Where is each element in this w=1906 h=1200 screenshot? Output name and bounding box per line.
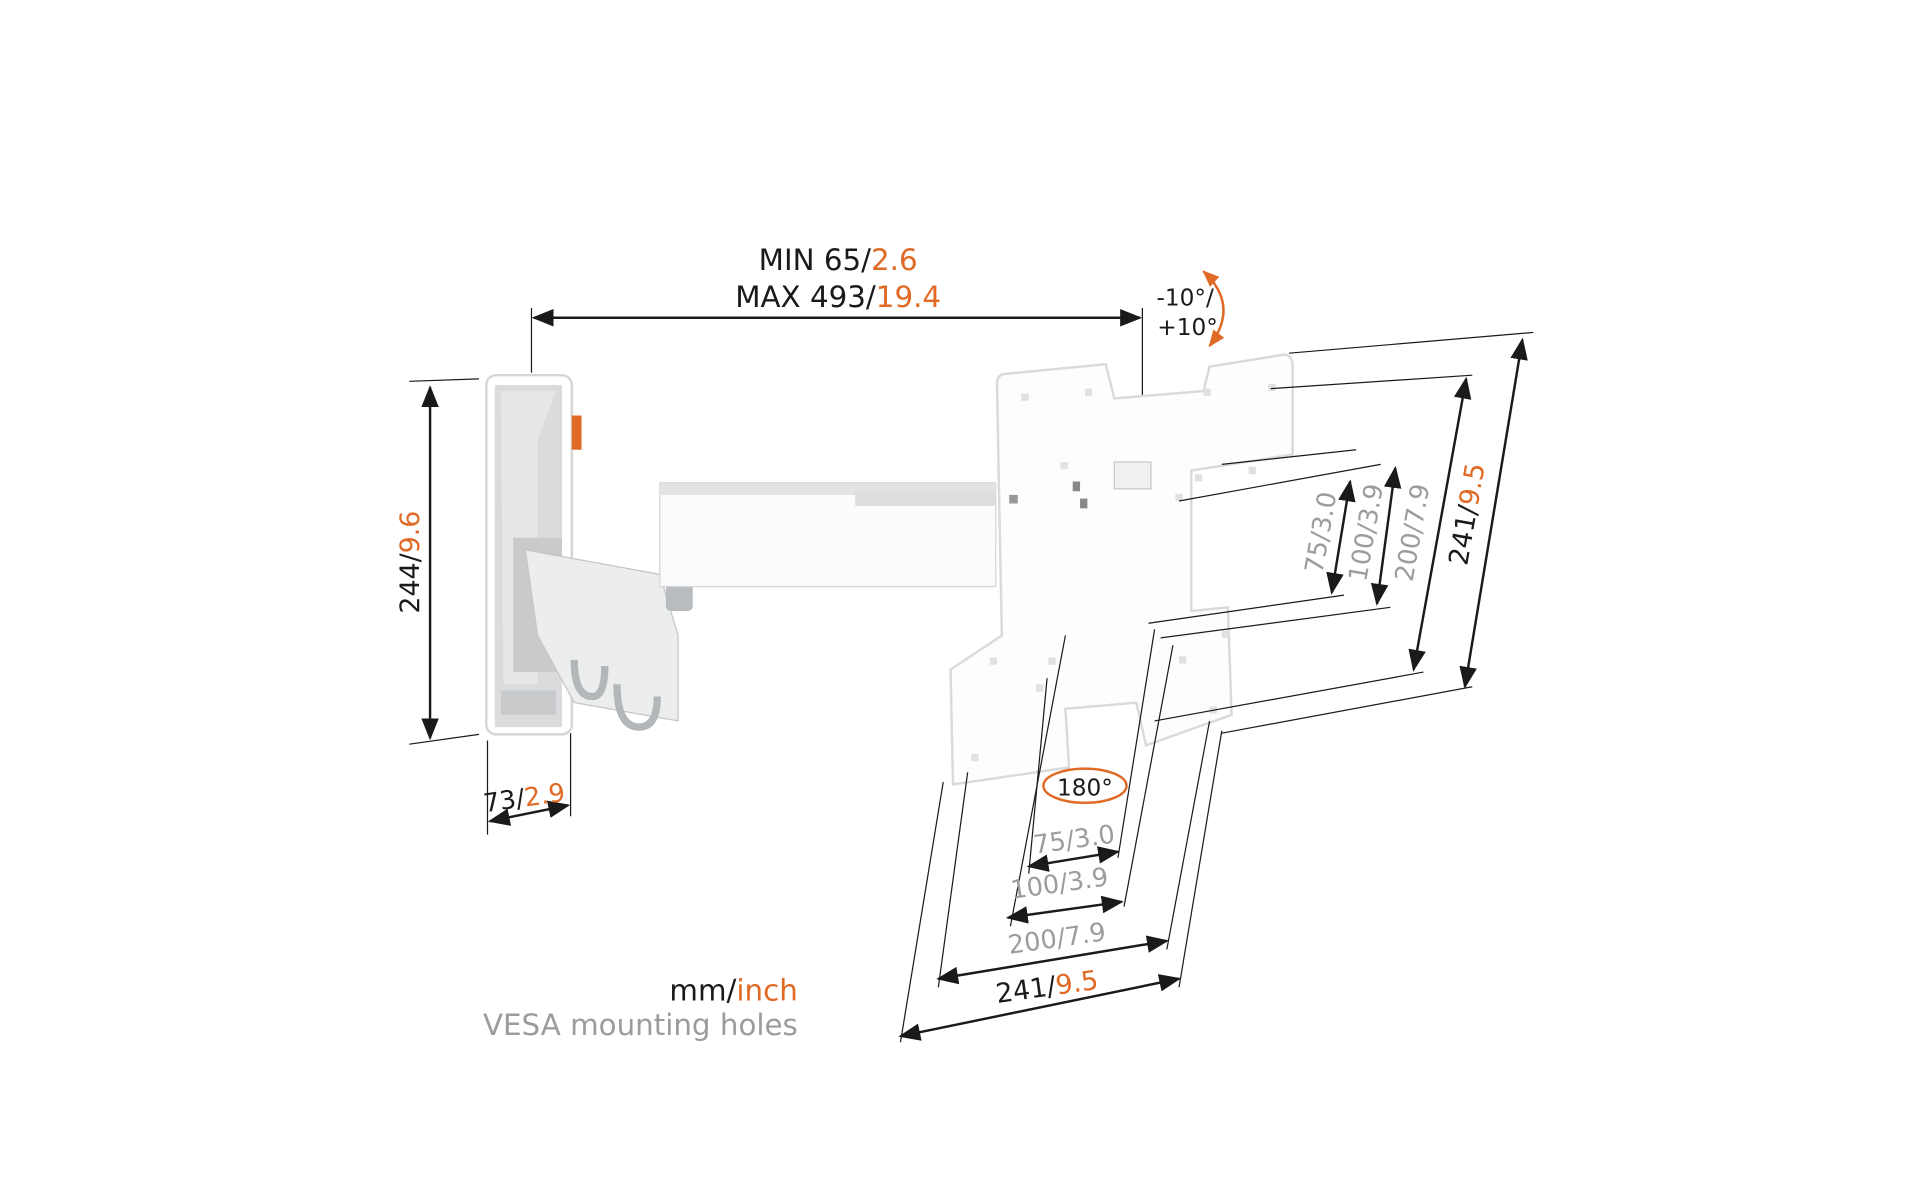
rotation-label: 180° (1057, 774, 1113, 801)
tilt-label-2: +10° (1157, 314, 1218, 341)
tilt-label-1: -10°/ (1156, 285, 1213, 312)
vesa-h-100-label: 100/3.9 (1009, 862, 1111, 905)
vesa-h-241-label: 241/9.5 (994, 965, 1100, 1010)
release-tab (571, 415, 582, 450)
wall-height-dimension: 244/9.6 (395, 378, 480, 745)
min-width-label: MIN 65/2.6 (759, 243, 918, 277)
overall-width-dimension: MIN 65/2.6 MAX 493/19.4 (530, 243, 1143, 401)
wall-depth-dimension: 73/2.9 (482, 733, 572, 835)
max-width-label: MAX 493/19.4 (735, 280, 941, 314)
tilt-indicator: -10°/ +10° (1156, 270, 1225, 348)
legend: mm/inch VESA mounting holes (483, 974, 798, 1042)
vesa-caption: VESA mounting holes (483, 1008, 798, 1042)
wall-height-label: 244/9.6 (395, 511, 426, 614)
vesa-plate (949, 353, 1294, 786)
vesa-vertical-dimensions: 75/3.0 100/3.9 200/7.9 241/9.5 (1148, 331, 1534, 734)
vesa-v-241-label: 241/9.5 (1443, 461, 1491, 568)
tilt-arrow-icon (1202, 270, 1225, 348)
rotation-indicator: 180° (1042, 767, 1128, 805)
wall-depth-label: 73/2.9 (482, 778, 567, 819)
vesa-v-200-label: 200/7.9 (1390, 482, 1437, 584)
unit-legend: mm/inch (669, 974, 797, 1008)
rotate-icon (1042, 767, 1128, 805)
swing-arm (513, 482, 997, 731)
